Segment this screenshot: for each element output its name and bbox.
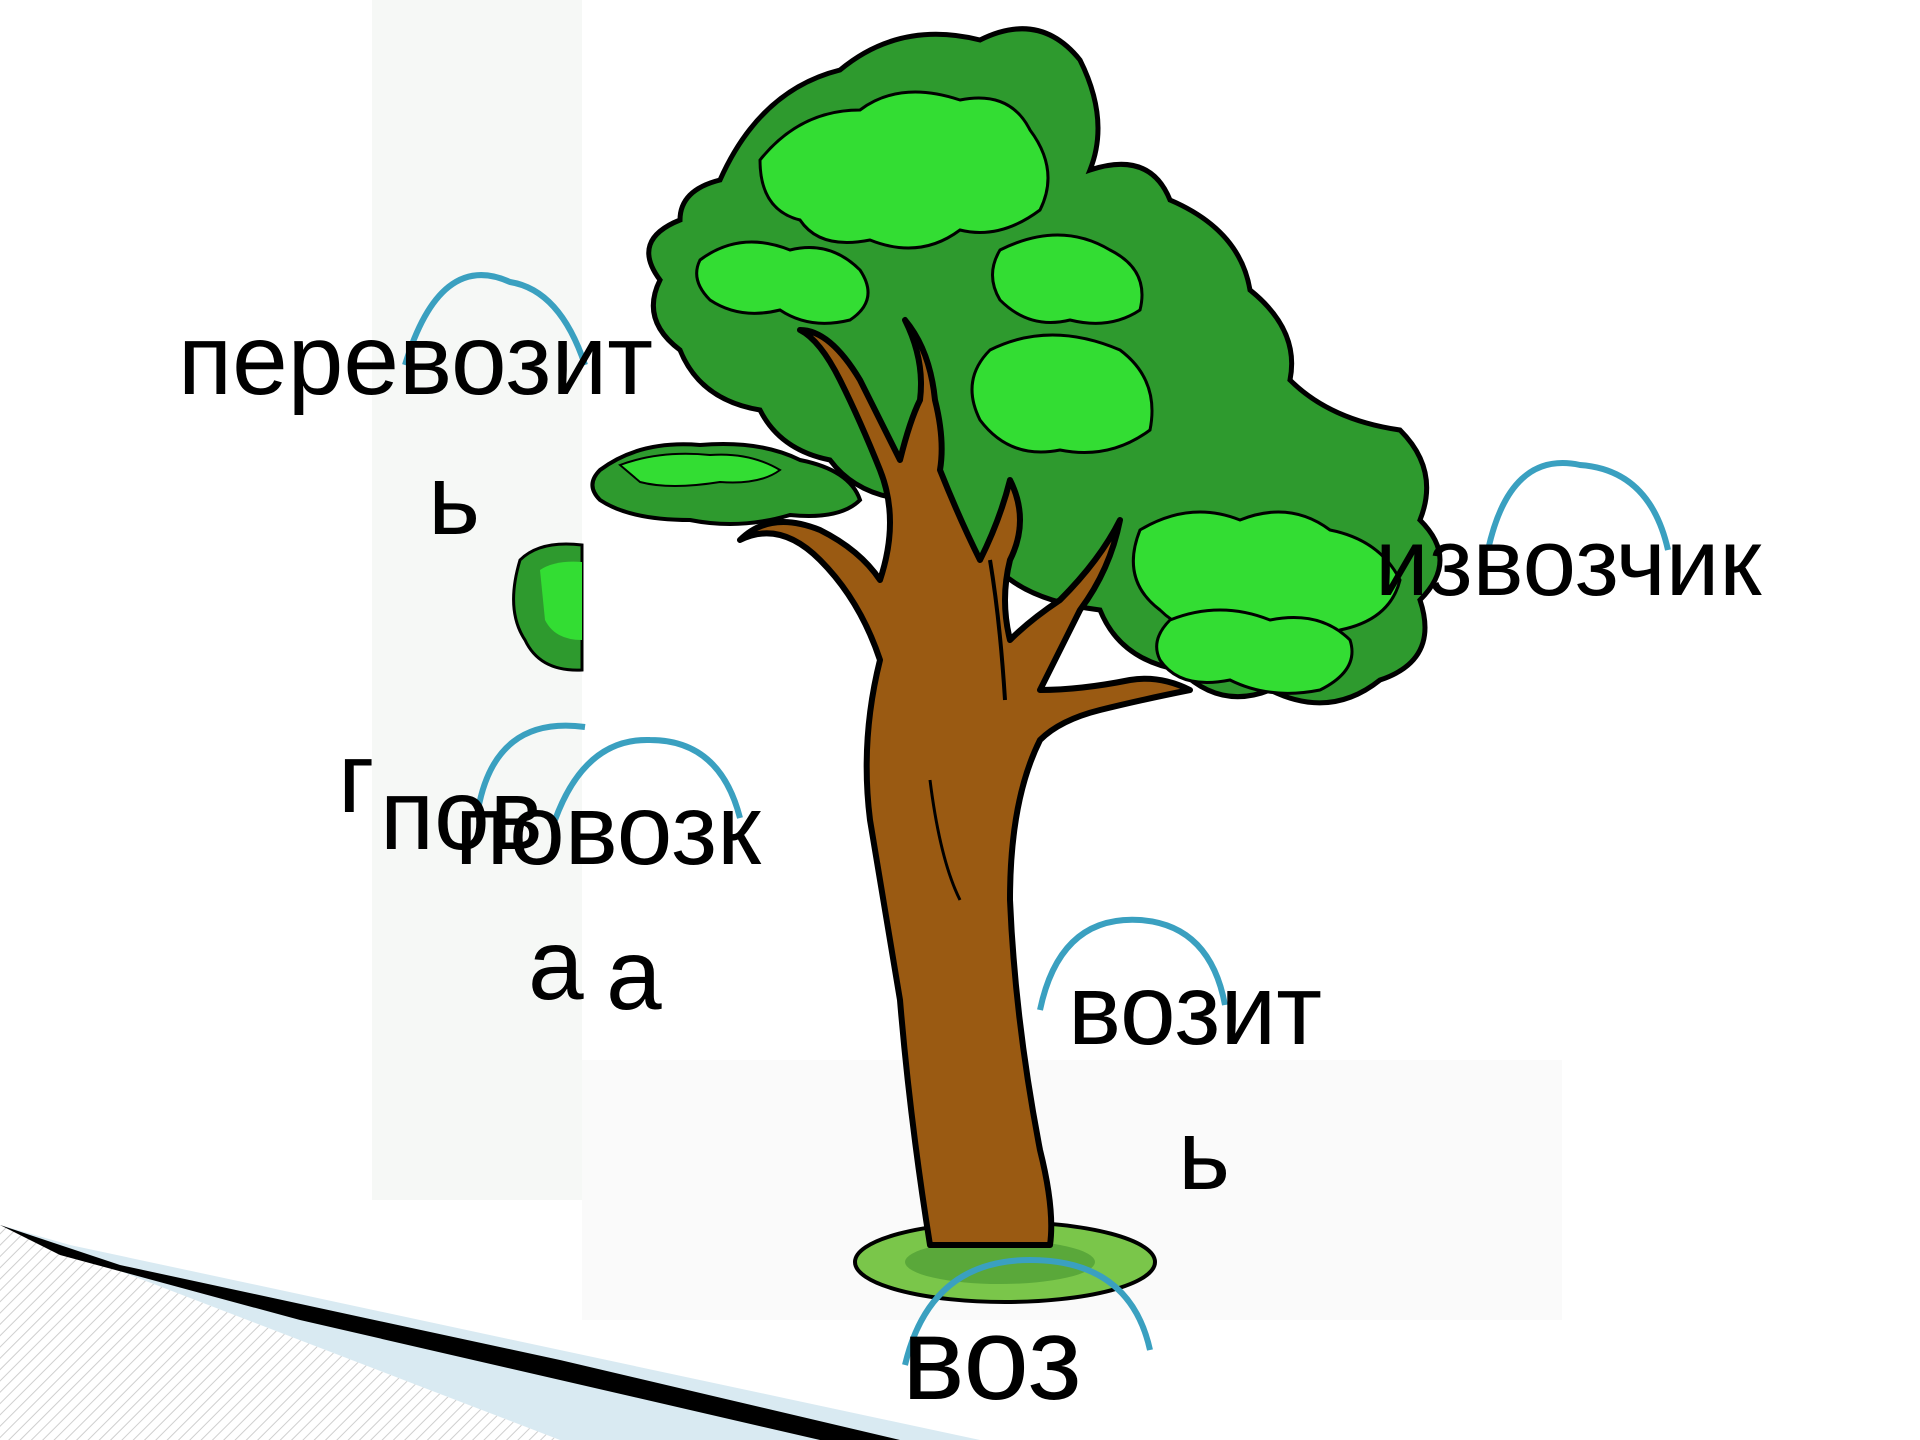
word-vozit-line2: ь bbox=[1178, 1099, 1231, 1211]
root-arc-icon bbox=[1485, 460, 1671, 551]
corner-ribbon bbox=[0, 1225, 980, 1440]
root-arc-icon bbox=[1037, 916, 1228, 1011]
word-povozka-back-line2: а bbox=[528, 909, 584, 1021]
root-arc-icon bbox=[902, 1256, 1153, 1366]
word-povozka-front-line2: а bbox=[606, 919, 662, 1031]
word-povozka-back-line1: пов bbox=[380, 759, 543, 871]
root-arc-icon bbox=[552, 736, 743, 822]
root-arc-icon bbox=[402, 272, 588, 366]
word-izvozchik: извозчик bbox=[1375, 509, 1762, 616]
word-fragment-g: г bbox=[338, 722, 375, 834]
word-voz: воз bbox=[902, 1293, 1082, 1425]
root-arc-icon bbox=[475, 722, 586, 811]
word-perevozit-line2: ь bbox=[428, 444, 481, 556]
tree-illustration bbox=[512, 26, 1443, 1304]
word-perevozit-line1: перевозит bbox=[178, 304, 653, 416]
word-vozit-line1: возит bbox=[1068, 954, 1323, 1066]
word-povozka-front-line1: повозк bbox=[455, 774, 761, 886]
